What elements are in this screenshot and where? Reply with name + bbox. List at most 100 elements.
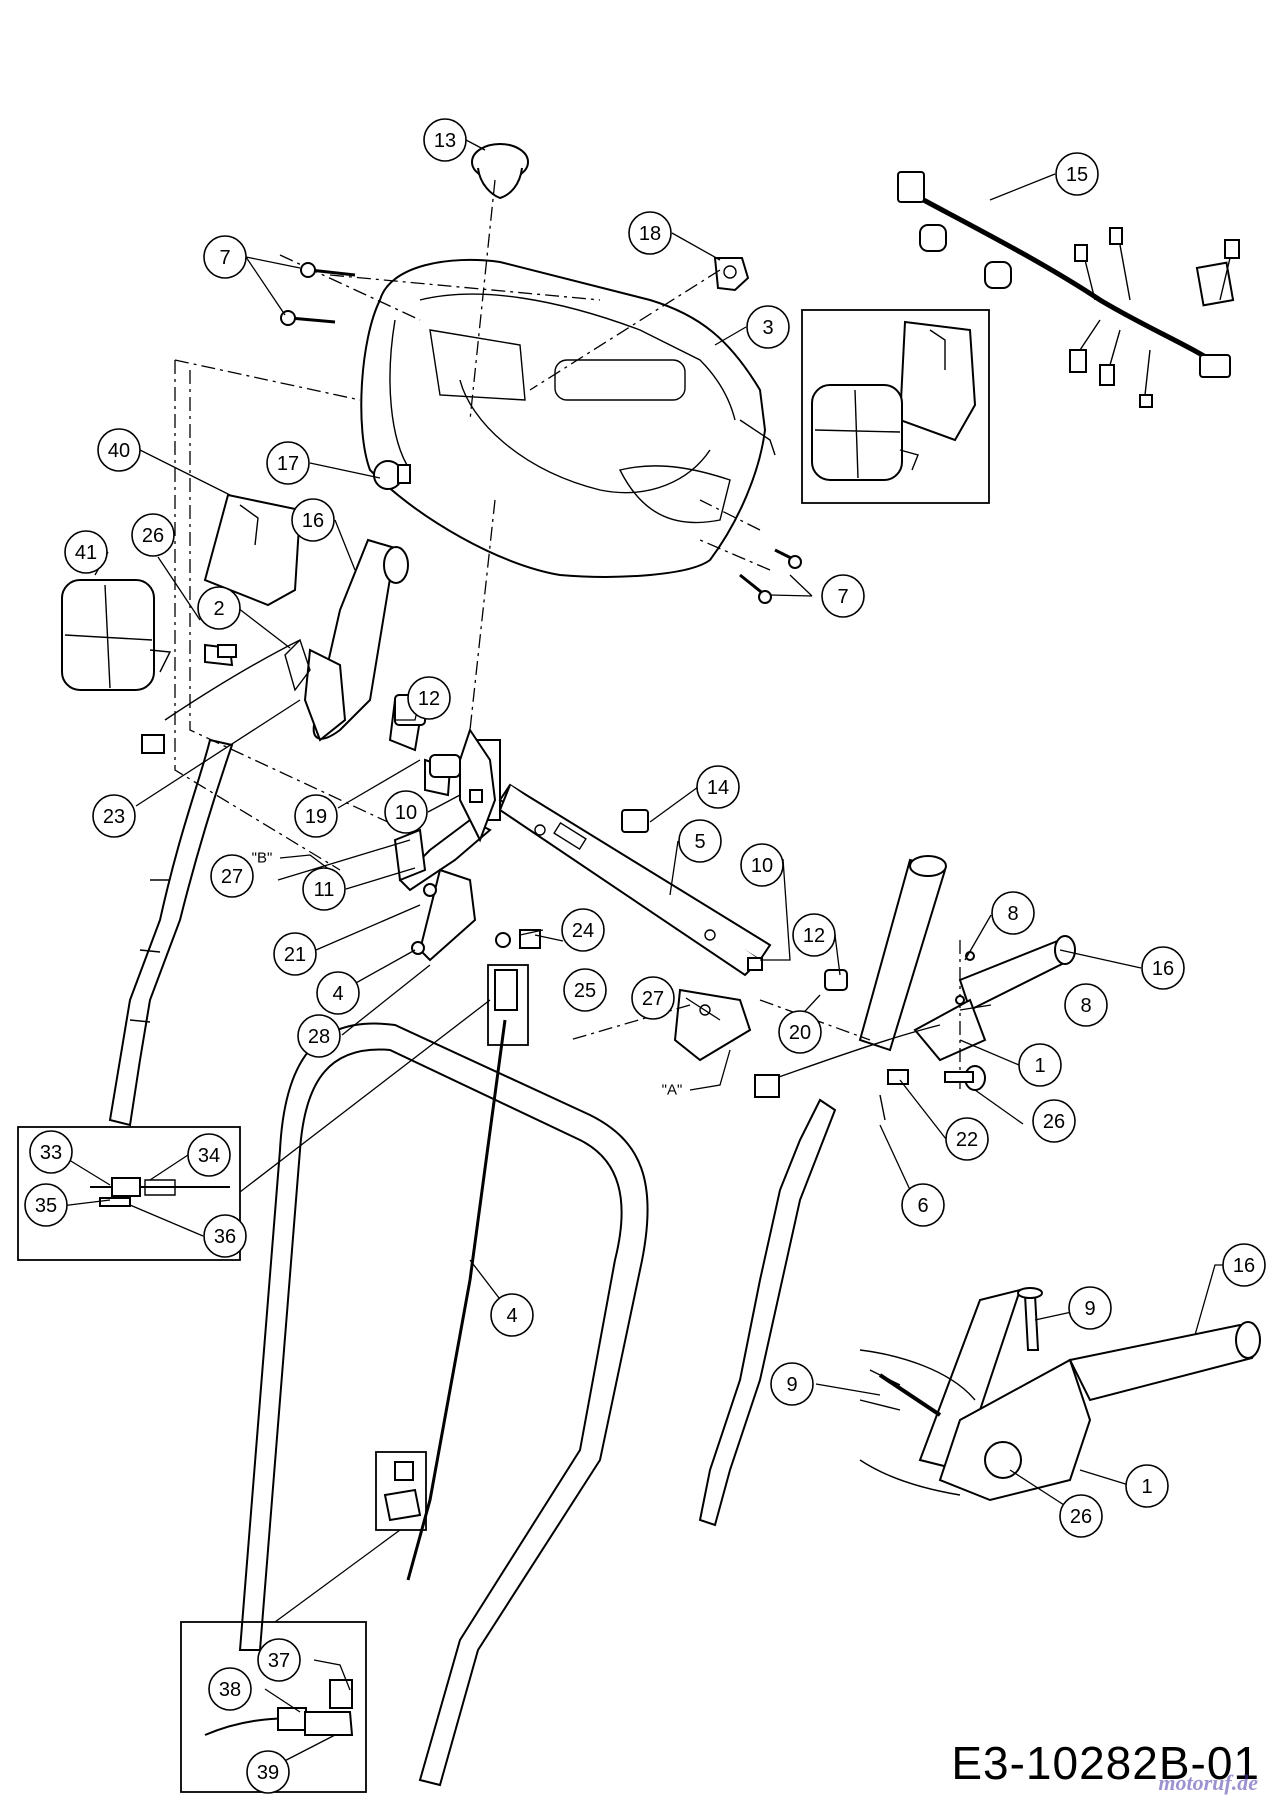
detail-label-a: "A" bbox=[662, 1082, 683, 1099]
callout-25: 25 bbox=[563, 968, 607, 1012]
drawing-number: E3-10282B-01 bbox=[951, 1737, 1260, 1789]
right-grip-part-16 bbox=[754, 935, 1076, 1098]
callout-label: 7 bbox=[219, 247, 230, 269]
callout-label: 10 bbox=[395, 802, 417, 824]
callout-label: 18 bbox=[639, 223, 661, 245]
callout-label: 11 bbox=[314, 879, 335, 901]
assembly-lines bbox=[174, 179, 961, 1090]
shift-rod-part-4 bbox=[406, 969, 518, 1581]
callout-label: 23 bbox=[103, 806, 125, 828]
callout-label: 33 bbox=[40, 1142, 62, 1164]
callout-28: 28 bbox=[297, 1014, 341, 1058]
callout-9: 9 bbox=[1068, 1286, 1112, 1330]
callout-39: 39 bbox=[246, 1750, 290, 1794]
callout-38: 38 bbox=[208, 1667, 252, 1711]
callout-9: 9 bbox=[770, 1362, 814, 1406]
callout-17: 17 bbox=[266, 441, 310, 485]
detail-right-lower bbox=[859, 1287, 1261, 1502]
callout-label: 6 bbox=[917, 1195, 928, 1217]
callout-label: 15 bbox=[1066, 164, 1088, 186]
callout-2: 2 bbox=[197, 586, 241, 630]
callout-16: 16 bbox=[1141, 946, 1185, 990]
callout-13: 13 bbox=[423, 118, 467, 162]
callout-7: 7 bbox=[203, 235, 247, 279]
callout-label: 19 bbox=[305, 806, 327, 828]
cross-bar-part-5 bbox=[393, 727, 772, 977]
callout-label: 20 bbox=[789, 1022, 811, 1044]
callout-23: 23 bbox=[92, 794, 136, 838]
rod-end-part bbox=[375, 964, 529, 1531]
callout-19: 19 bbox=[294, 794, 338, 838]
hand-guard-part-41 bbox=[61, 579, 172, 691]
callout-label: 10 bbox=[751, 855, 773, 877]
callout-24: 24 bbox=[561, 908, 605, 952]
callout-label: 25 bbox=[574, 980, 596, 1002]
wire-harness-part-15 bbox=[897, 171, 1240, 408]
callout-14: 14 bbox=[696, 765, 740, 809]
callout-10: 10 bbox=[384, 790, 428, 834]
callout-16: 16 bbox=[291, 498, 335, 542]
callout-label: 21 bbox=[284, 944, 306, 966]
callout-label: 4 bbox=[332, 983, 343, 1005]
callout-34: 34 bbox=[187, 1133, 231, 1177]
callout-label: 8 bbox=[1007, 903, 1018, 925]
callout-label: 14 bbox=[707, 777, 729, 799]
callout-label: 36 bbox=[214, 1226, 236, 1248]
callout-label: 3 bbox=[762, 317, 773, 339]
callout-label: 26 bbox=[142, 525, 164, 547]
callout-label: 17 bbox=[277, 453, 299, 475]
callout-4: 4 bbox=[316, 971, 360, 1015]
trim-cover-part-40 bbox=[203, 493, 302, 607]
callout-label: 26 bbox=[1043, 1111, 1065, 1133]
switch-part-14 bbox=[621, 809, 649, 833]
callout-label: 2 bbox=[213, 598, 224, 620]
callout-12: 12 bbox=[792, 913, 836, 957]
callout-26: 26 bbox=[131, 513, 175, 557]
callout-label: 4 bbox=[506, 1305, 517, 1327]
callout-37: 37 bbox=[257, 1638, 301, 1682]
callout-11: 11 bbox=[302, 867, 346, 911]
callout-21: 21 bbox=[273, 932, 317, 976]
callout-label: 16 bbox=[1233, 1255, 1255, 1277]
callout-26: 26 bbox=[1059, 1494, 1103, 1538]
callout-41: 41 bbox=[64, 530, 108, 574]
callout-6: 6 bbox=[901, 1183, 945, 1227]
callout-label: 27 bbox=[642, 988, 664, 1010]
detail-box-33-36 bbox=[17, 1126, 241, 1261]
callout-8: 8 bbox=[991, 891, 1035, 935]
callout-label: 9 bbox=[786, 1374, 797, 1396]
bracket-part-27-right bbox=[673, 988, 752, 1062]
callout-40: 40 bbox=[97, 428, 141, 472]
callout-20: 20 bbox=[778, 1010, 822, 1054]
callout-label: 9 bbox=[1084, 1298, 1095, 1320]
callout-label: 16 bbox=[302, 510, 324, 532]
callout-7: 7 bbox=[821, 574, 865, 618]
callout-5: 5 bbox=[678, 819, 722, 863]
watermark: motoruf.de bbox=[1158, 1770, 1258, 1795]
detail-label-b: "B" bbox=[252, 850, 273, 867]
callout-label: 39 bbox=[257, 1762, 279, 1784]
detail-box-part-3 bbox=[801, 309, 990, 504]
callout-label: 5 bbox=[694, 831, 705, 853]
callout-label: 12 bbox=[418, 688, 440, 710]
callout-label: 12 bbox=[803, 925, 825, 947]
detail-part-3-drawing bbox=[811, 320, 977, 481]
callout-27: 27 bbox=[631, 976, 675, 1020]
key-part-18 bbox=[713, 257, 750, 292]
callout-26: 26 bbox=[1032, 1099, 1076, 1143]
knob-part-13 bbox=[471, 143, 529, 200]
dash-console bbox=[360, 258, 776, 578]
callout-15: 15 bbox=[1055, 152, 1099, 196]
lower-handle-left bbox=[108, 738, 234, 1127]
callout-label: 34 bbox=[198, 1145, 220, 1167]
callout-label: 1 bbox=[1034, 1055, 1045, 1077]
callout-10: 10 bbox=[740, 843, 784, 887]
callout-label: 27 bbox=[221, 866, 243, 888]
callout-8: 8 bbox=[1064, 983, 1108, 1027]
callout-label: 22 bbox=[956, 1129, 978, 1151]
callout-27: 27 bbox=[210, 854, 254, 898]
callout-label: 35 bbox=[35, 1195, 57, 1217]
callout-label: 16 bbox=[1152, 958, 1174, 980]
